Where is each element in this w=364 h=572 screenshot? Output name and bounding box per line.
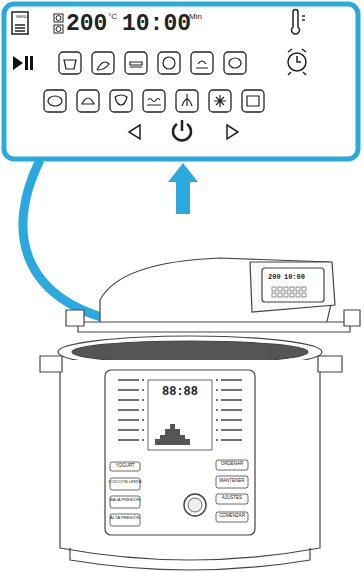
pressure-cooker-body xyxy=(40,336,342,570)
program-icons-row1 xyxy=(59,52,246,74)
thermometer-icon xyxy=(292,10,306,35)
lid-time-readout: 10:00 xyxy=(284,274,305,281)
unit-label: °C xyxy=(108,13,117,21)
button-label: COCCIÓN LENTA xyxy=(109,480,142,484)
button-label: ORDENAR xyxy=(221,462,244,467)
lid-temperature-readout: 200 xyxy=(268,274,281,281)
program-icons-row2 xyxy=(44,90,264,112)
nav-buttons xyxy=(129,120,238,140)
alarm-icon xyxy=(288,49,306,75)
air-fryer-lid xyxy=(66,258,360,332)
temperature-readout: 200 xyxy=(66,13,107,36)
button-label: COMENZAR xyxy=(219,514,245,519)
mode-icons xyxy=(54,14,63,33)
panel-zoom xyxy=(4,4,358,159)
button-label: ALTA PRESIÓN xyxy=(110,516,140,520)
play-pause-icon xyxy=(13,56,33,70)
menu-label: MENU xyxy=(16,15,28,19)
button-label: AJUSTES xyxy=(222,496,242,501)
button-label: BAJA PRESIÓN xyxy=(110,498,140,502)
button-label: YOGURT xyxy=(115,464,134,469)
button-label: MANTENER xyxy=(219,479,244,484)
cooker-display: 88:88 xyxy=(162,386,198,398)
cooker-control-panel xyxy=(105,370,255,535)
time-readout: 10:00 xyxy=(122,13,191,36)
lid-mini-icons xyxy=(272,287,306,297)
menu-icon xyxy=(12,12,28,34)
unit-label: Min xyxy=(189,13,202,21)
up-arrow xyxy=(168,163,198,214)
